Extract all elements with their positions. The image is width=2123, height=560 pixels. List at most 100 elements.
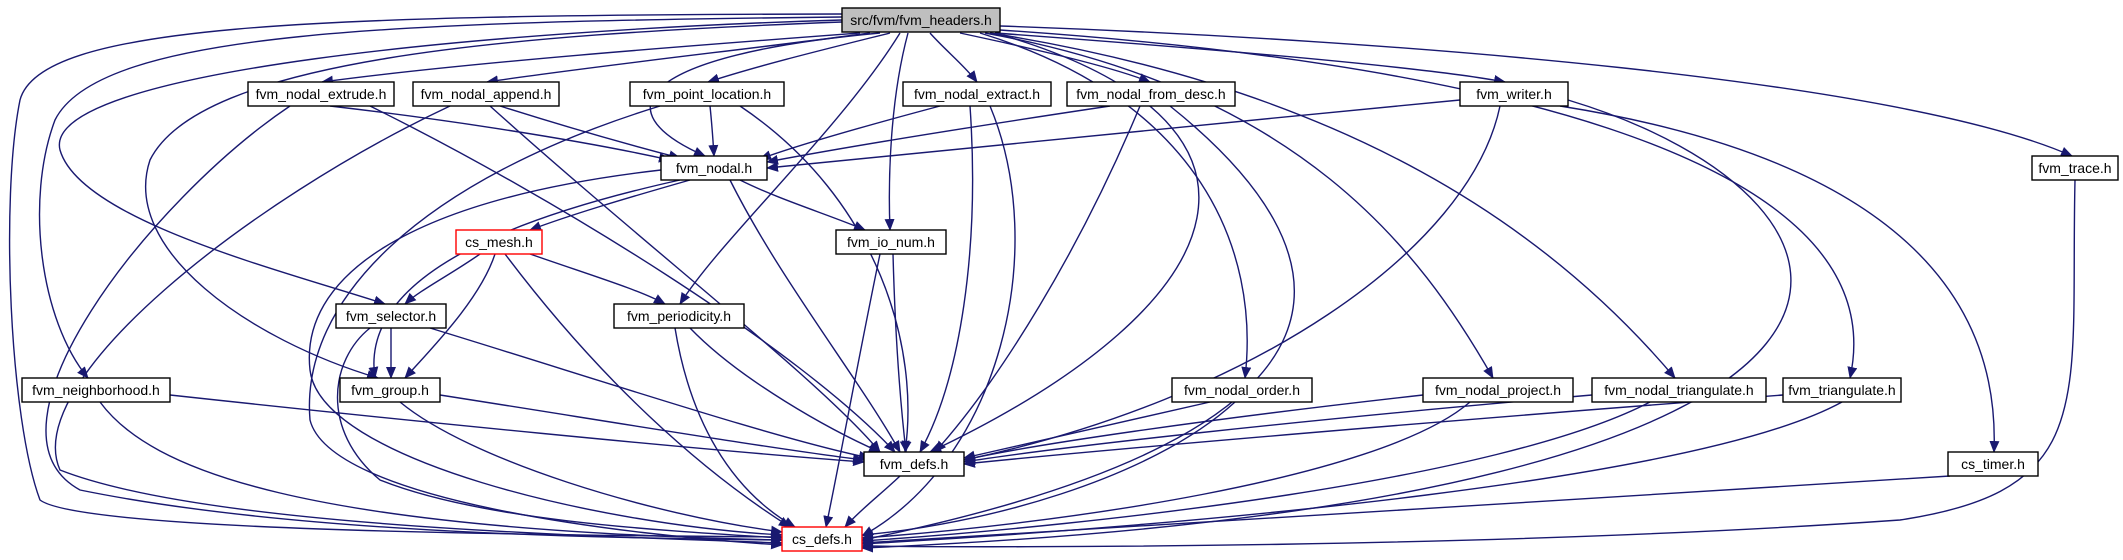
edge-nodal-io_num (739, 179, 866, 231)
edge-nodal_order-defs (963, 401, 1211, 461)
node-fvm-nodal-extrude[interactable]: fvm_nodal_extrude.h (247, 81, 395, 107)
svg-text:fvm_nodal_order.h: fvm_nodal_order.h (1184, 382, 1300, 398)
edge-triangulate-defs (963, 394, 1784, 468)
edge-nodal_triangulate-defs (963, 394, 1593, 466)
edges (8, 13, 2076, 553)
edge-nodal-cs_defs (308, 169, 783, 540)
edge-selector-cs_defs (336, 327, 783, 543)
edge-root-trace (999, 25, 2073, 157)
node-fvm-group[interactable]: fvm_group.h (339, 377, 441, 403)
edge-root-writer (994, 32, 1506, 85)
node-fvm-nodal-project[interactable]: fvm_nodal_project.h (1422, 377, 1574, 403)
edge-cs_timer-cs_defs (861, 475, 1951, 548)
svg-text:fvm_triangulate.h: fvm_triangulate.h (1788, 382, 1895, 398)
edge-nodal-group (368, 179, 681, 379)
svg-text:fvm_nodal.h: fvm_nodal.h (676, 160, 752, 176)
node-cs-timer[interactable]: cs_timer.h (1947, 451, 2039, 477)
edge-periodicity-cs_defs (674, 327, 796, 528)
edge-group-cs_defs (399, 401, 783, 536)
svg-text:fvm_nodal_project.h: fvm_nodal_project.h (1435, 382, 1561, 398)
node-fvm-nodal-append[interactable]: fvm_nodal_append.h (412, 81, 560, 107)
edge-point_location-defs (739, 105, 912, 453)
edge-neighborhood-cs_defs (99, 401, 783, 545)
node-fvm-trace[interactable]: fvm_trace.h (2031, 155, 2119, 181)
edge-root-periodicity (679, 32, 901, 305)
svg-text:fvm_group.h: fvm_group.h (351, 382, 429, 398)
edge-root-io_num (884, 32, 909, 231)
svg-text:fvm_periodicity.h: fvm_periodicity.h (627, 308, 731, 324)
node-fvm-neighborhood[interactable]: fvm_neighborhood.h (21, 377, 171, 403)
edge-cs_mesh-periodicity (529, 253, 666, 305)
edge-root-point_location (707, 32, 891, 84)
svg-text:fvm_nodal_extrude.h: fvm_nodal_extrude.h (256, 86, 387, 102)
node-fvm-io-num[interactable]: fvm_io_num.h (835, 229, 947, 255)
edge-cs_mesh-selector (404, 253, 481, 305)
edge-periodicity-defs (689, 327, 881, 453)
edge-nodal_order-cs_defs (861, 401, 1236, 540)
svg-text:src/fvm/fvm_headers.h: src/fvm/fvm_headers.h (850, 12, 992, 28)
edge-point_location-cs_defs (308, 105, 783, 550)
edge-nodal_append-cs_defs (54, 105, 783, 548)
edge-nodal_extract-nodal (759, 105, 941, 160)
edge-nodal_from_desc-defs (934, 105, 1141, 453)
node-fvm-writer[interactable]: fvm_writer.h (1459, 81, 1569, 107)
svg-text:cs_defs.h: cs_defs.h (792, 531, 852, 547)
edge-cs_mesh-cs_defs (504, 253, 791, 528)
edge-io_num-defs (892, 253, 910, 453)
node-cs-mesh[interactable]: cs_mesh.h (455, 229, 543, 255)
edge-io_num-cs_defs (823, 253, 881, 528)
edge-defs-cs_defs (844, 475, 901, 528)
edge-root-triangulate (999, 29, 1858, 379)
edge-writer-defs (963, 105, 1501, 463)
node-fvm-headers[interactable]: src/fvm/fvm_headers.h (841, 7, 1001, 33)
node-fvm-nodal-order[interactable]: fvm_nodal_order.h (1171, 377, 1313, 403)
edge-selector-defs (429, 327, 871, 461)
edge-triangulate-cs_defs (861, 401, 1843, 549)
edge-root-nodal_triangulate (989, 32, 1676, 379)
svg-text:fvm_defs.h: fvm_defs.h (880, 456, 948, 472)
node-fvm-periodicity[interactable]: fvm_periodicity.h (613, 303, 745, 329)
edge-point_location-nodal (708, 105, 719, 157)
edge-nodal_extrude-cs_defs (45, 105, 783, 545)
edge-trace-cs_defs (861, 179, 2076, 552)
edge-root-nodal_extract (929, 32, 978, 83)
edge-writer-nodal (766, 99, 1461, 172)
edge-root-nodal_order (979, 32, 1252, 379)
svg-text:fvm_selector.h: fvm_selector.h (346, 308, 436, 324)
node-fvm-triangulate[interactable]: fvm_triangulate.h (1782, 377, 1902, 403)
svg-text:cs_timer.h: cs_timer.h (1961, 456, 2025, 472)
edge-root-nodal_extrude (321, 32, 861, 86)
edge-nodal_append-nodal (499, 105, 681, 161)
node-fvm-nodal-extract[interactable]: fvm_nodal_extract.h (902, 81, 1052, 107)
svg-text:fvm_nodal_extract.h: fvm_nodal_extract.h (914, 86, 1040, 102)
svg-text:fvm_io_num.h: fvm_io_num.h (847, 234, 935, 250)
svg-text:fvm_writer.h: fvm_writer.h (1476, 86, 1551, 102)
edge-nodal_extract-cs_defs (861, 105, 1016, 537)
node-fvm-point-location[interactable]: fvm_point_location.h (629, 81, 785, 107)
edge-nodal-cs_mesh (529, 179, 691, 231)
node-cs-defs[interactable]: cs_defs.h (781, 526, 863, 552)
edge-nodal_extrude-nodal (329, 105, 671, 163)
node-fvm-nodal[interactable]: fvm_nodal.h (660, 155, 768, 181)
edge-cs_mesh-group (404, 253, 496, 379)
edge-root-defs (929, 32, 1200, 453)
edge-nodal-defs (729, 179, 901, 453)
edge-writer-cs_defs (861, 99, 1792, 553)
edge-writer-cs_timer (1559, 105, 2000, 453)
node-fvm-nodal-triangulate[interactable]: fvm_nodal_triangulate.h (1591, 377, 1767, 403)
svg-text:fvm_point_location.h: fvm_point_location.h (643, 86, 771, 102)
edge-nodal_triangulate-cs_defs (861, 401, 1651, 546)
node-fvm-nodal-from-desc[interactable]: fvm_nodal_from_desc.h (1066, 81, 1236, 107)
edge-nodal_project-defs (963, 394, 1424, 463)
node-fvm-selector[interactable]: fvm_selector.h (335, 303, 447, 329)
edge-nodal_extrude-defs (369, 105, 896, 453)
edge-root-group (144, 21, 843, 380)
edge-nodal_project-cs_defs (861, 401, 1471, 543)
svg-text:fvm_nodal_triangulate.h: fvm_nodal_triangulate.h (1604, 382, 1753, 398)
edge-nodal_from_desc-cs_defs (861, 105, 1296, 543)
svg-text:fvm_nodal_from_desc.h: fvm_nodal_from_desc.h (1076, 86, 1225, 102)
edge-root-nodal_from_desc (959, 32, 1151, 83)
edge-nodal_extract-defs (919, 105, 974, 453)
node-fvm-defs[interactable]: fvm_defs.h (863, 451, 965, 477)
